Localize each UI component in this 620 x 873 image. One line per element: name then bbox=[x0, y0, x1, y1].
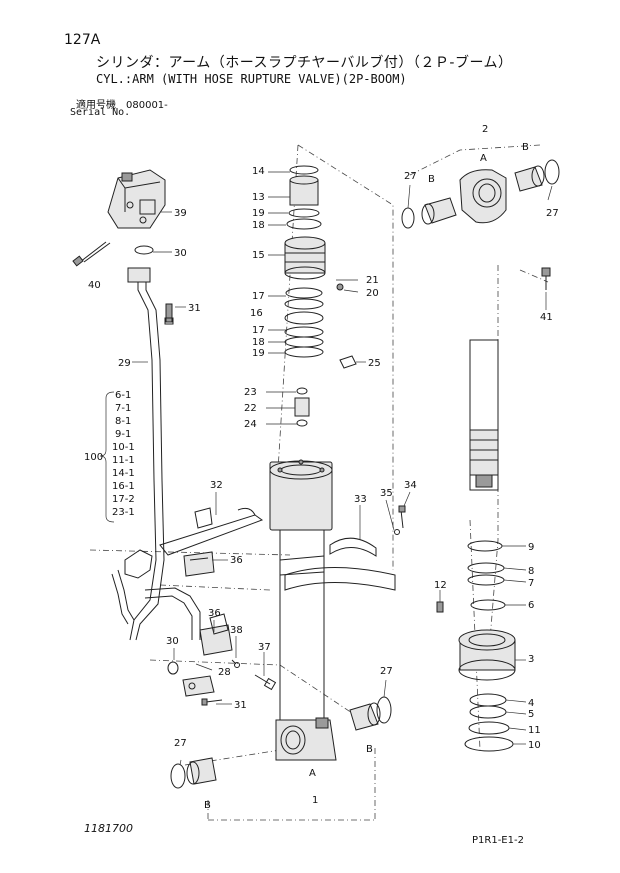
kit-item: 6-1 bbox=[115, 390, 131, 401]
clamp-28 bbox=[182, 675, 215, 697]
callout-13: 13 bbox=[252, 192, 265, 203]
ref-letter-b-bottom-left: B bbox=[204, 800, 211, 811]
callout-17-lower: 17 bbox=[252, 325, 265, 336]
callout-23: 23 bbox=[244, 387, 257, 398]
callout-30-top: 30 bbox=[174, 248, 187, 259]
callout-34: 34 bbox=[404, 480, 417, 491]
callout-27-top-right: 27 bbox=[546, 208, 559, 219]
callout-36-upper: 36 bbox=[230, 555, 243, 566]
kit-item: 7-1 bbox=[115, 403, 131, 414]
hose-rupture-valve bbox=[107, 169, 166, 229]
title-japanese: シリンダ：アーム（ホースラプチヤーバルブ付）（２Ｐ-ブーム） bbox=[96, 55, 513, 71]
callout-29: 29 bbox=[118, 358, 131, 369]
valve-bolt-40 bbox=[72, 241, 111, 267]
callout-4: 4 bbox=[528, 698, 534, 709]
callout-24: 24 bbox=[244, 419, 257, 430]
hose-fittings bbox=[111, 549, 201, 640]
clamp-36-lower bbox=[199, 613, 233, 656]
callouts: 1 2 3 4 5 6 7 8 9 10 11 12 13 14 15 16 1… bbox=[88, 124, 559, 811]
piston-rod-2 bbox=[459, 169, 507, 491]
callout-32: 32 bbox=[210, 480, 223, 491]
pin-bushings-top bbox=[401, 159, 560, 229]
grease-fitting-41 bbox=[541, 267, 551, 290]
callout-22: 22 bbox=[244, 403, 257, 414]
head-parts-stack bbox=[284, 165, 357, 427]
callout-27-top-left: 27 bbox=[404, 171, 417, 182]
leader-lines bbox=[132, 171, 553, 766]
kit-100-list: 100 6-1 7-1 8-1 9-1 10-1 11-1 14-1 16-1 … bbox=[84, 390, 135, 518]
callout-10: 10 bbox=[528, 740, 541, 751]
callout-16: 16 bbox=[250, 308, 263, 319]
ref-letter-b-bottom-right: B bbox=[366, 744, 373, 755]
ref-letter-a-bottom: A bbox=[309, 768, 316, 779]
pin-bushings-bottom bbox=[170, 696, 392, 789]
o-ring-30-top bbox=[134, 245, 154, 255]
small-bolts bbox=[201, 659, 277, 706]
drawing-number: 1181700 bbox=[84, 822, 133, 835]
title-english: CYL.:ARM (WITH HOSE RUPTURE VALVE)(2P-BO… bbox=[96, 72, 407, 86]
callout-12: 12 bbox=[434, 580, 447, 591]
callout-27-bottom-left: 27 bbox=[174, 738, 187, 749]
callout-5: 5 bbox=[528, 709, 534, 720]
bolt-34-35 bbox=[394, 505, 406, 535]
callout-14: 14 bbox=[252, 166, 265, 177]
callout-1: 1 bbox=[312, 795, 318, 806]
callout-31-top: 31 bbox=[188, 303, 201, 314]
callout-8: 8 bbox=[528, 566, 534, 577]
callout-3: 3 bbox=[528, 654, 534, 665]
kit-number: 100 bbox=[84, 452, 103, 463]
callout-37: 37 bbox=[258, 642, 271, 653]
kit-item: 10-1 bbox=[112, 442, 135, 453]
kit-item: 16-1 bbox=[112, 481, 135, 492]
callout-11: 11 bbox=[528, 725, 541, 736]
callout-19-upper: 19 bbox=[252, 208, 265, 219]
clamp-36-upper bbox=[183, 551, 215, 577]
kit-item: 14-1 bbox=[112, 468, 135, 479]
clamp-33 bbox=[284, 537, 396, 591]
ref-letter-b-top-right: B bbox=[522, 142, 529, 153]
callout-28: 28 bbox=[218, 667, 231, 678]
piston-parts bbox=[436, 540, 516, 752]
cylinder-tube-1 bbox=[269, 459, 337, 761]
callout-7: 7 bbox=[528, 578, 534, 589]
callout-40: 40 bbox=[88, 280, 101, 291]
callout-18-lower: 18 bbox=[252, 337, 265, 348]
serial-label-japanese: 適用号機 080001- bbox=[76, 100, 168, 111]
callout-17-upper: 17 bbox=[252, 291, 265, 302]
page-number: 127A bbox=[64, 32, 101, 48]
callout-39: 39 bbox=[174, 208, 187, 219]
pipe-29 bbox=[127, 267, 174, 641]
callout-15: 15 bbox=[252, 250, 265, 261]
callout-38: 38 bbox=[230, 625, 243, 636]
callout-2: 2 bbox=[482, 124, 488, 135]
kit-item: 9-1 bbox=[115, 429, 131, 440]
callout-27-bottom-right: 27 bbox=[380, 666, 393, 677]
callout-9: 9 bbox=[528, 542, 534, 553]
callout-6: 6 bbox=[528, 600, 534, 611]
header: 127A シリンダ：アーム（ホースラプチヤーバルブ付）（２Ｐ-ブーム） CYL.… bbox=[0, 0, 620, 130]
callout-20: 20 bbox=[366, 288, 379, 299]
kit-brace bbox=[99, 391, 115, 523]
kit-item: 11-1 bbox=[112, 455, 135, 466]
callout-33: 33 bbox=[354, 494, 367, 505]
callout-30-bottom: 30 bbox=[166, 636, 179, 647]
callout-41: 41 bbox=[540, 312, 553, 323]
callout-18-upper: 18 bbox=[252, 220, 265, 231]
callout-36-lower: 36 bbox=[208, 608, 221, 619]
kit-item: 23-1 bbox=[112, 507, 135, 518]
clamp-32 bbox=[159, 507, 264, 556]
callout-31-bottom: 31 bbox=[234, 700, 247, 711]
serial-label-english: Serial No. bbox=[70, 107, 131, 118]
kit-item: 8-1 bbox=[115, 416, 131, 427]
ref-letter-a-top: A bbox=[480, 153, 487, 164]
ref-letter-b-top-left: B bbox=[428, 174, 435, 185]
kit-item: 17-2 bbox=[112, 494, 135, 505]
callout-21: 21 bbox=[366, 275, 379, 286]
callout-19-lower: 19 bbox=[252, 348, 265, 359]
figure-reference: P1R1-E1-2 bbox=[472, 835, 524, 846]
callout-25: 25 bbox=[368, 358, 381, 369]
callout-35: 35 bbox=[380, 488, 393, 499]
o-ring-30-bottom bbox=[167, 661, 179, 675]
